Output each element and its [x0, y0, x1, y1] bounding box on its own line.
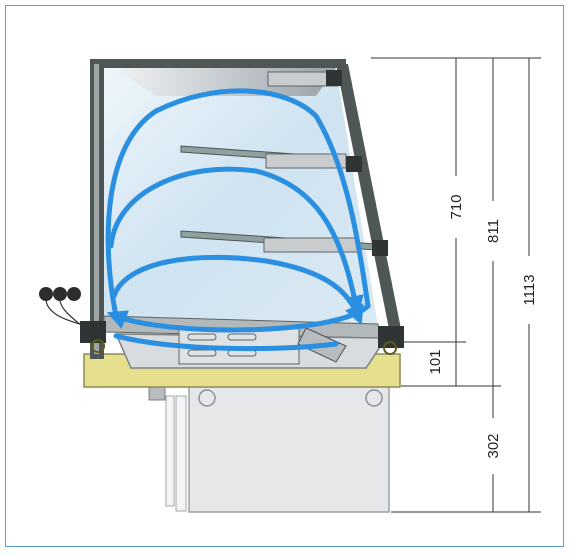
dimension-302: 302 [485, 433, 502, 458]
display-case-cross-section: 710 811 1113 101 302 [39, 57, 541, 513]
lower-cabinet [148, 373, 390, 513]
dimension-lines [371, 57, 541, 513]
airflow-arrow-icon [105, 88, 371, 352]
dimension-labels: 710 811 1113 101 302 [427, 194, 538, 458]
control-knob-icon [39, 287, 83, 327]
dimension-101: 101 [427, 349, 444, 374]
dimension-1113: 1113 [521, 274, 538, 305]
dimension-811: 811 [485, 219, 502, 243]
dimension-710: 710 [448, 194, 465, 219]
figure-frame: 710 811 1113 101 302 [5, 5, 564, 547]
